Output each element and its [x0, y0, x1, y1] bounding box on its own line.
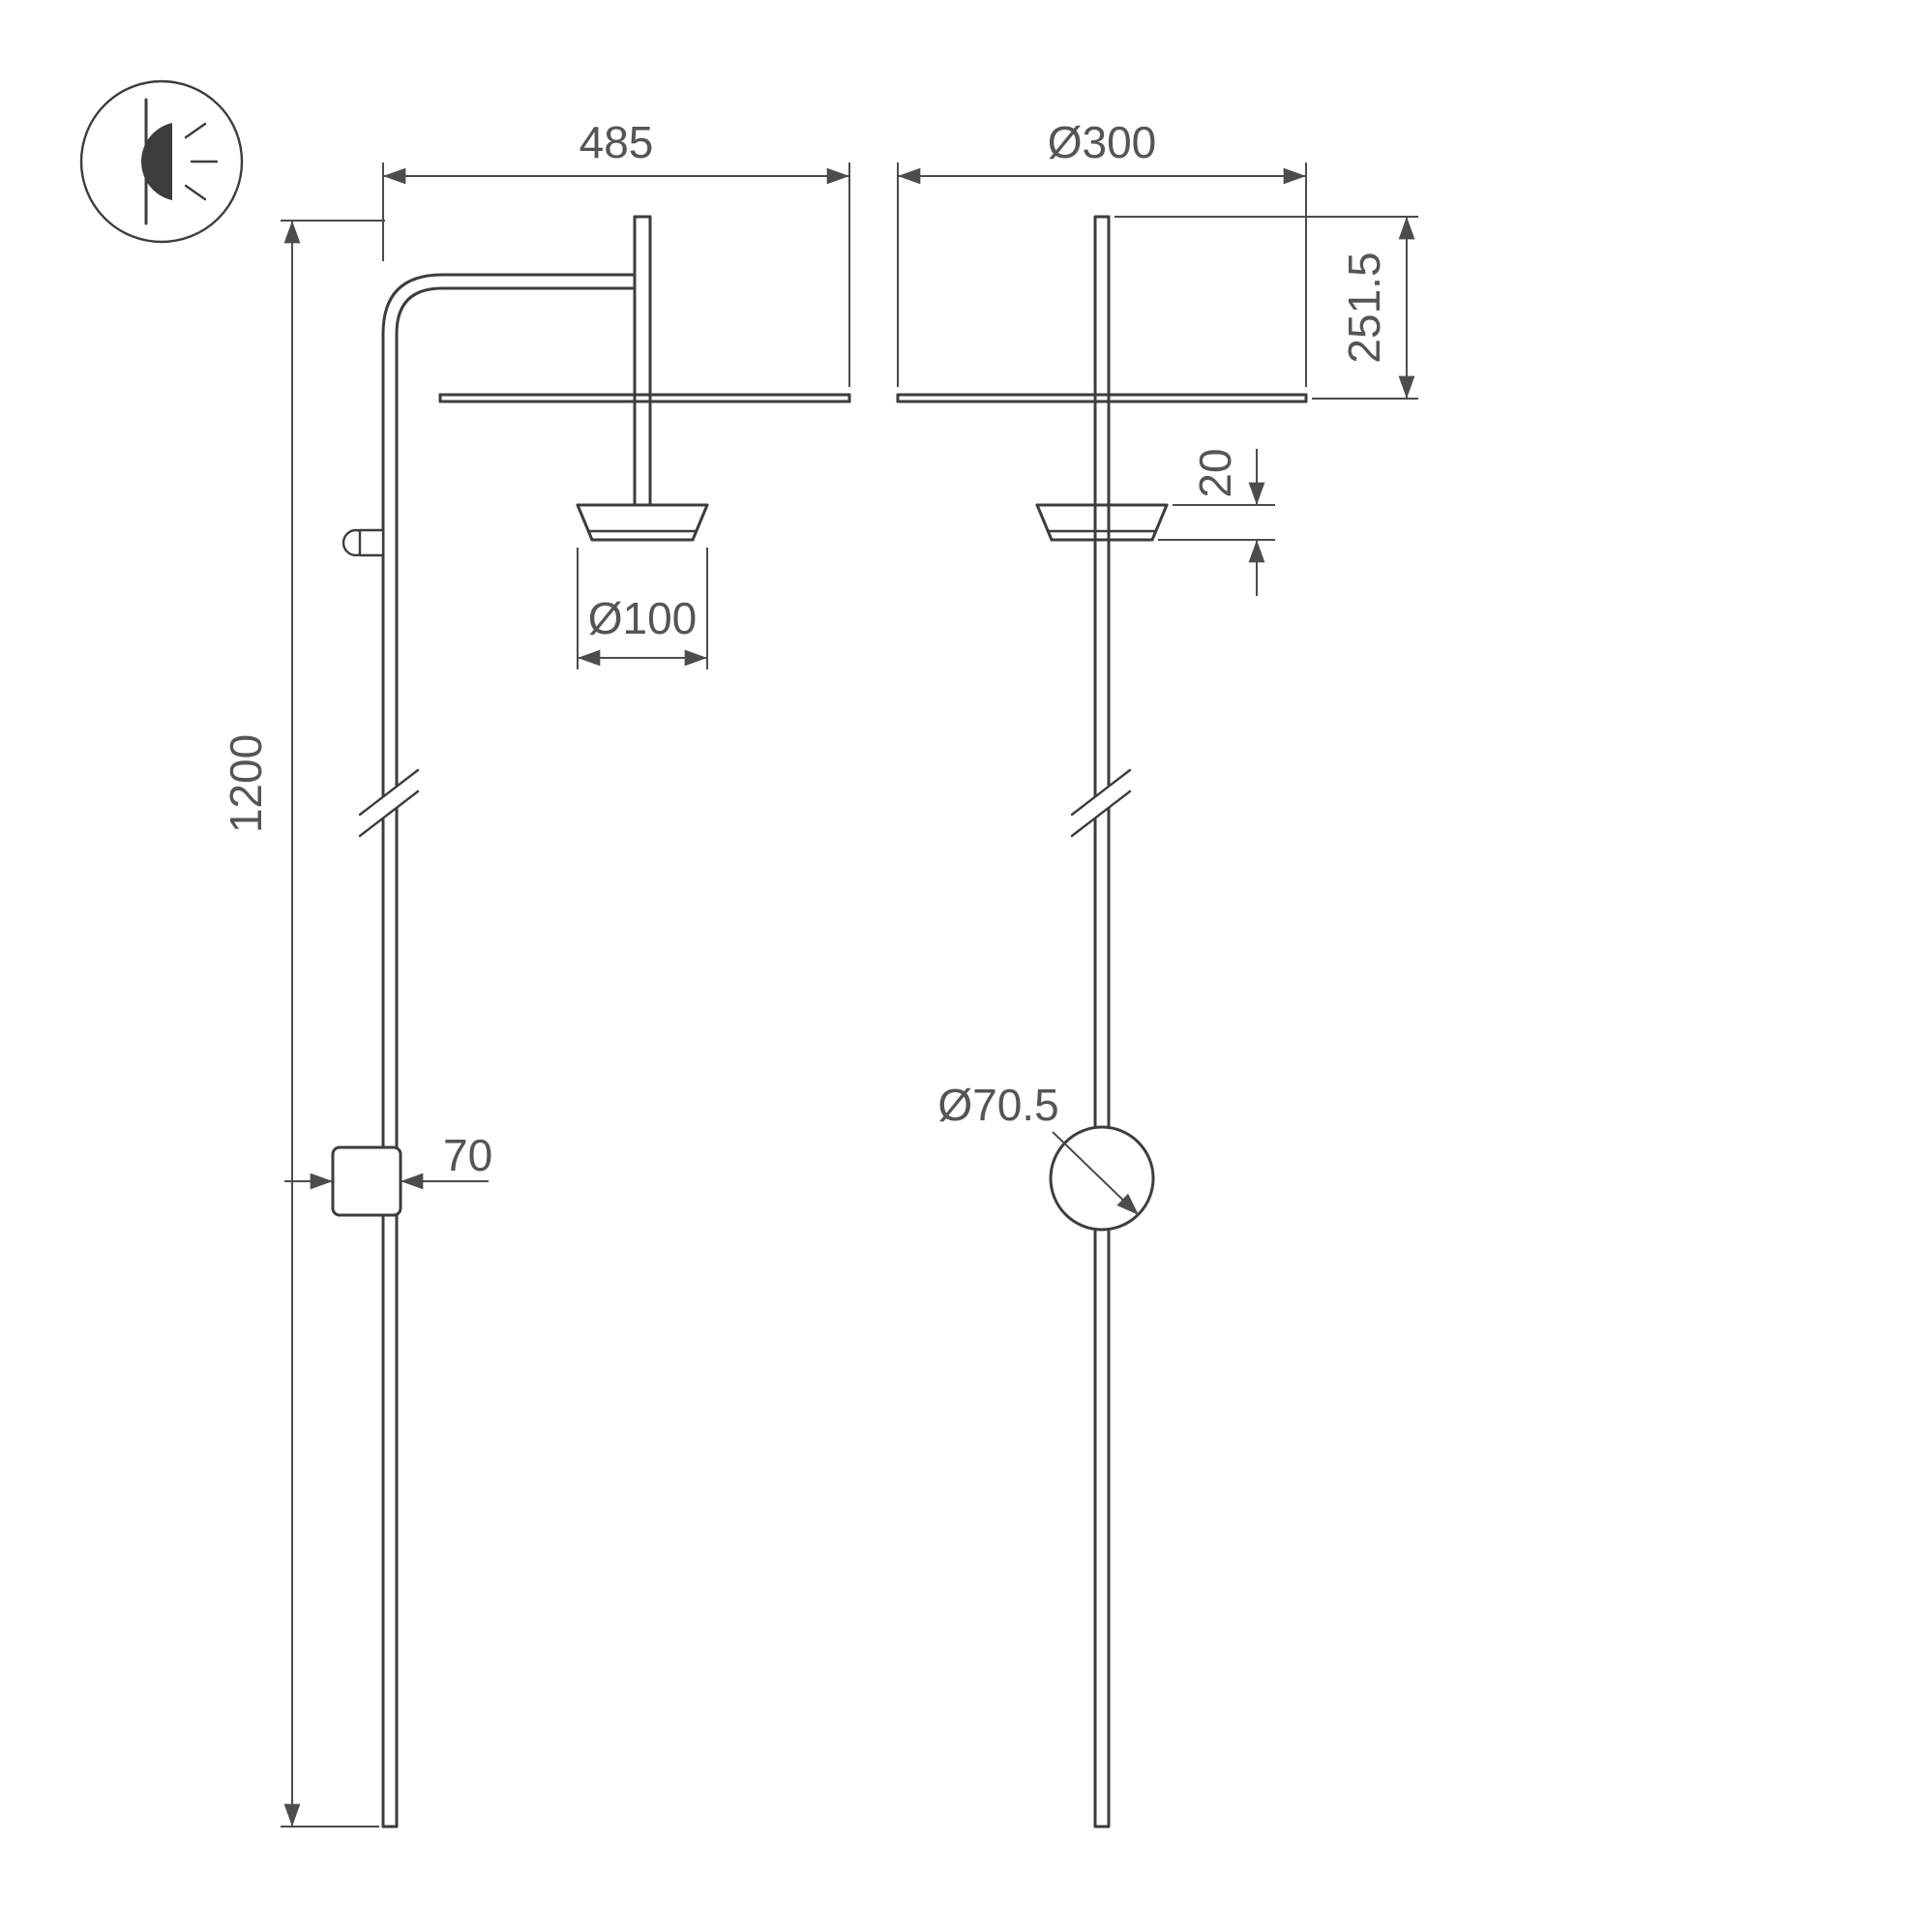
break-line [358, 789, 420, 838]
wall-lamp-icon [79, 79, 244, 244]
front-shade-disc [438, 393, 851, 403]
front-pole-outer [381, 273, 637, 1828]
dim-label-shade-diameter: Ø300 [1048, 117, 1157, 167]
front-dimensions: 485 1200 Ø100 70 [221, 117, 850, 1828]
dim-head-height: 20 [1158, 448, 1275, 596]
dim-label-shade-drop: 251.5 [1339, 252, 1389, 363]
dim-mount-diameter: Ø70.5 [937, 1080, 1140, 1216]
front-stem [633, 215, 652, 507]
front-mount-box [331, 1145, 402, 1217]
icon-lamp-shade [140, 123, 172, 200]
side-lamp-head [1035, 503, 1169, 542]
dim-label-mount-diameter: Ø70.5 [937, 1080, 1058, 1130]
break-gap [360, 770, 418, 836]
head-side [1035, 503, 1054, 542]
leader-line [1052, 1131, 1140, 1216]
dim-shade-diameter: Ø300 [897, 117, 1307, 387]
break-line [1070, 768, 1132, 817]
break-gap [1072, 770, 1130, 836]
dim-mount-width: 70 [284, 1130, 492, 1190]
head-side [576, 503, 594, 542]
head-side [1150, 503, 1169, 542]
dim-overall-width: 485 [382, 117, 850, 387]
front-lamp-head [576, 503, 709, 542]
dim-label-overall-width: 485 [580, 117, 654, 167]
side-shade-disc [896, 393, 1308, 403]
dim-label-head-height: 20 [1190, 448, 1240, 497]
icon-circle [79, 79, 244, 244]
dim-head-diameter: Ø100 [577, 548, 708, 669]
break-line [358, 768, 420, 817]
dim-shade-drop: 251.5 [1115, 216, 1418, 400]
icon-light-ray [184, 184, 207, 201]
side-dimensions: Ø300 251.5 20 Ø70.5 [897, 117, 1418, 1216]
dim-label-mount-width: 70 [443, 1130, 492, 1180]
side-pole-break-mark [1070, 768, 1132, 838]
side-view [896, 215, 1308, 1828]
dim-label-head-diameter: Ø100 [588, 593, 698, 643]
knob-body [358, 528, 385, 557]
front-view [331, 215, 851, 1828]
head-side [691, 503, 709, 542]
icon-light-ray [184, 122, 207, 139]
front-switch-knob [342, 528, 385, 557]
dim-label-overall-height: 1200 [221, 734, 271, 833]
break-line [1070, 789, 1132, 838]
front-pole-inner [395, 286, 637, 1828]
side-pole [1093, 215, 1111, 1828]
dim-overall-height: 1200 [221, 220, 385, 1828]
front-pole-break-mark [358, 768, 420, 838]
